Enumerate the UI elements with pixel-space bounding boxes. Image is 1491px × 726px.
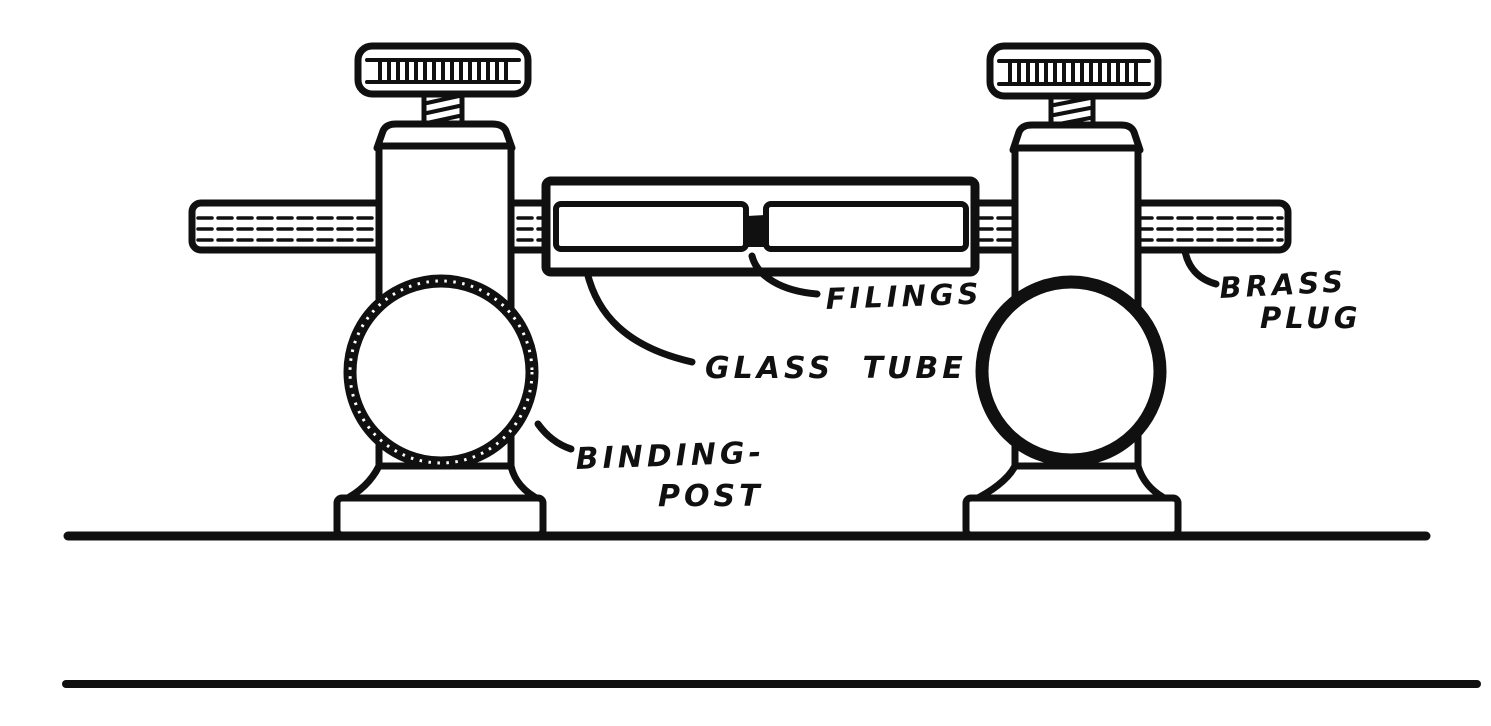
left-binding-post <box>333 42 547 539</box>
filings <box>746 215 766 247</box>
glass-tube-label: GLASS TUBE <box>705 351 967 386</box>
glass-tube-assembly <box>541 176 980 277</box>
post-ring-knurl-stipple <box>348 279 534 465</box>
tabletop <box>62 531 1481 688</box>
post-shoulder-right <box>1009 121 1144 154</box>
filings-label: FILINGS <box>825 277 983 316</box>
post-base-plinth-left <box>333 494 547 539</box>
leader-lines <box>534 247 1220 453</box>
post-base-plinth-right <box>962 494 1182 539</box>
post-ring-right <box>975 275 1167 467</box>
binding-post-label-line1: BINDING- <box>575 435 765 477</box>
knob-knurl-texture-left <box>378 60 508 82</box>
brass-plug-label-line1: BRASS <box>1219 264 1348 305</box>
brass-plug-right <box>763 201 969 252</box>
filings-leader-line <box>748 252 821 298</box>
thumbscrew-right <box>986 42 1162 100</box>
labels: FILINGS GLASS TUBE BINDING- POST BRASS P… <box>575 264 1362 514</box>
brass-plug-label-line2: PLUG <box>1260 301 1362 335</box>
binding-post-leader-line <box>534 420 575 453</box>
knob-knurl-texture-right <box>1008 61 1138 84</box>
thumbscrew-left <box>354 42 532 98</box>
brass-plug-leader-line <box>1181 247 1220 288</box>
binding-post-label-line2: POST <box>658 479 764 514</box>
knob-rim-lines-right <box>997 59 1151 86</box>
glass-tube-leader-line <box>583 268 696 366</box>
right-binding-post <box>962 42 1182 539</box>
post-shoulder-left <box>373 120 516 152</box>
brass-plug-left <box>553 201 749 252</box>
post-ring-left <box>343 274 539 470</box>
